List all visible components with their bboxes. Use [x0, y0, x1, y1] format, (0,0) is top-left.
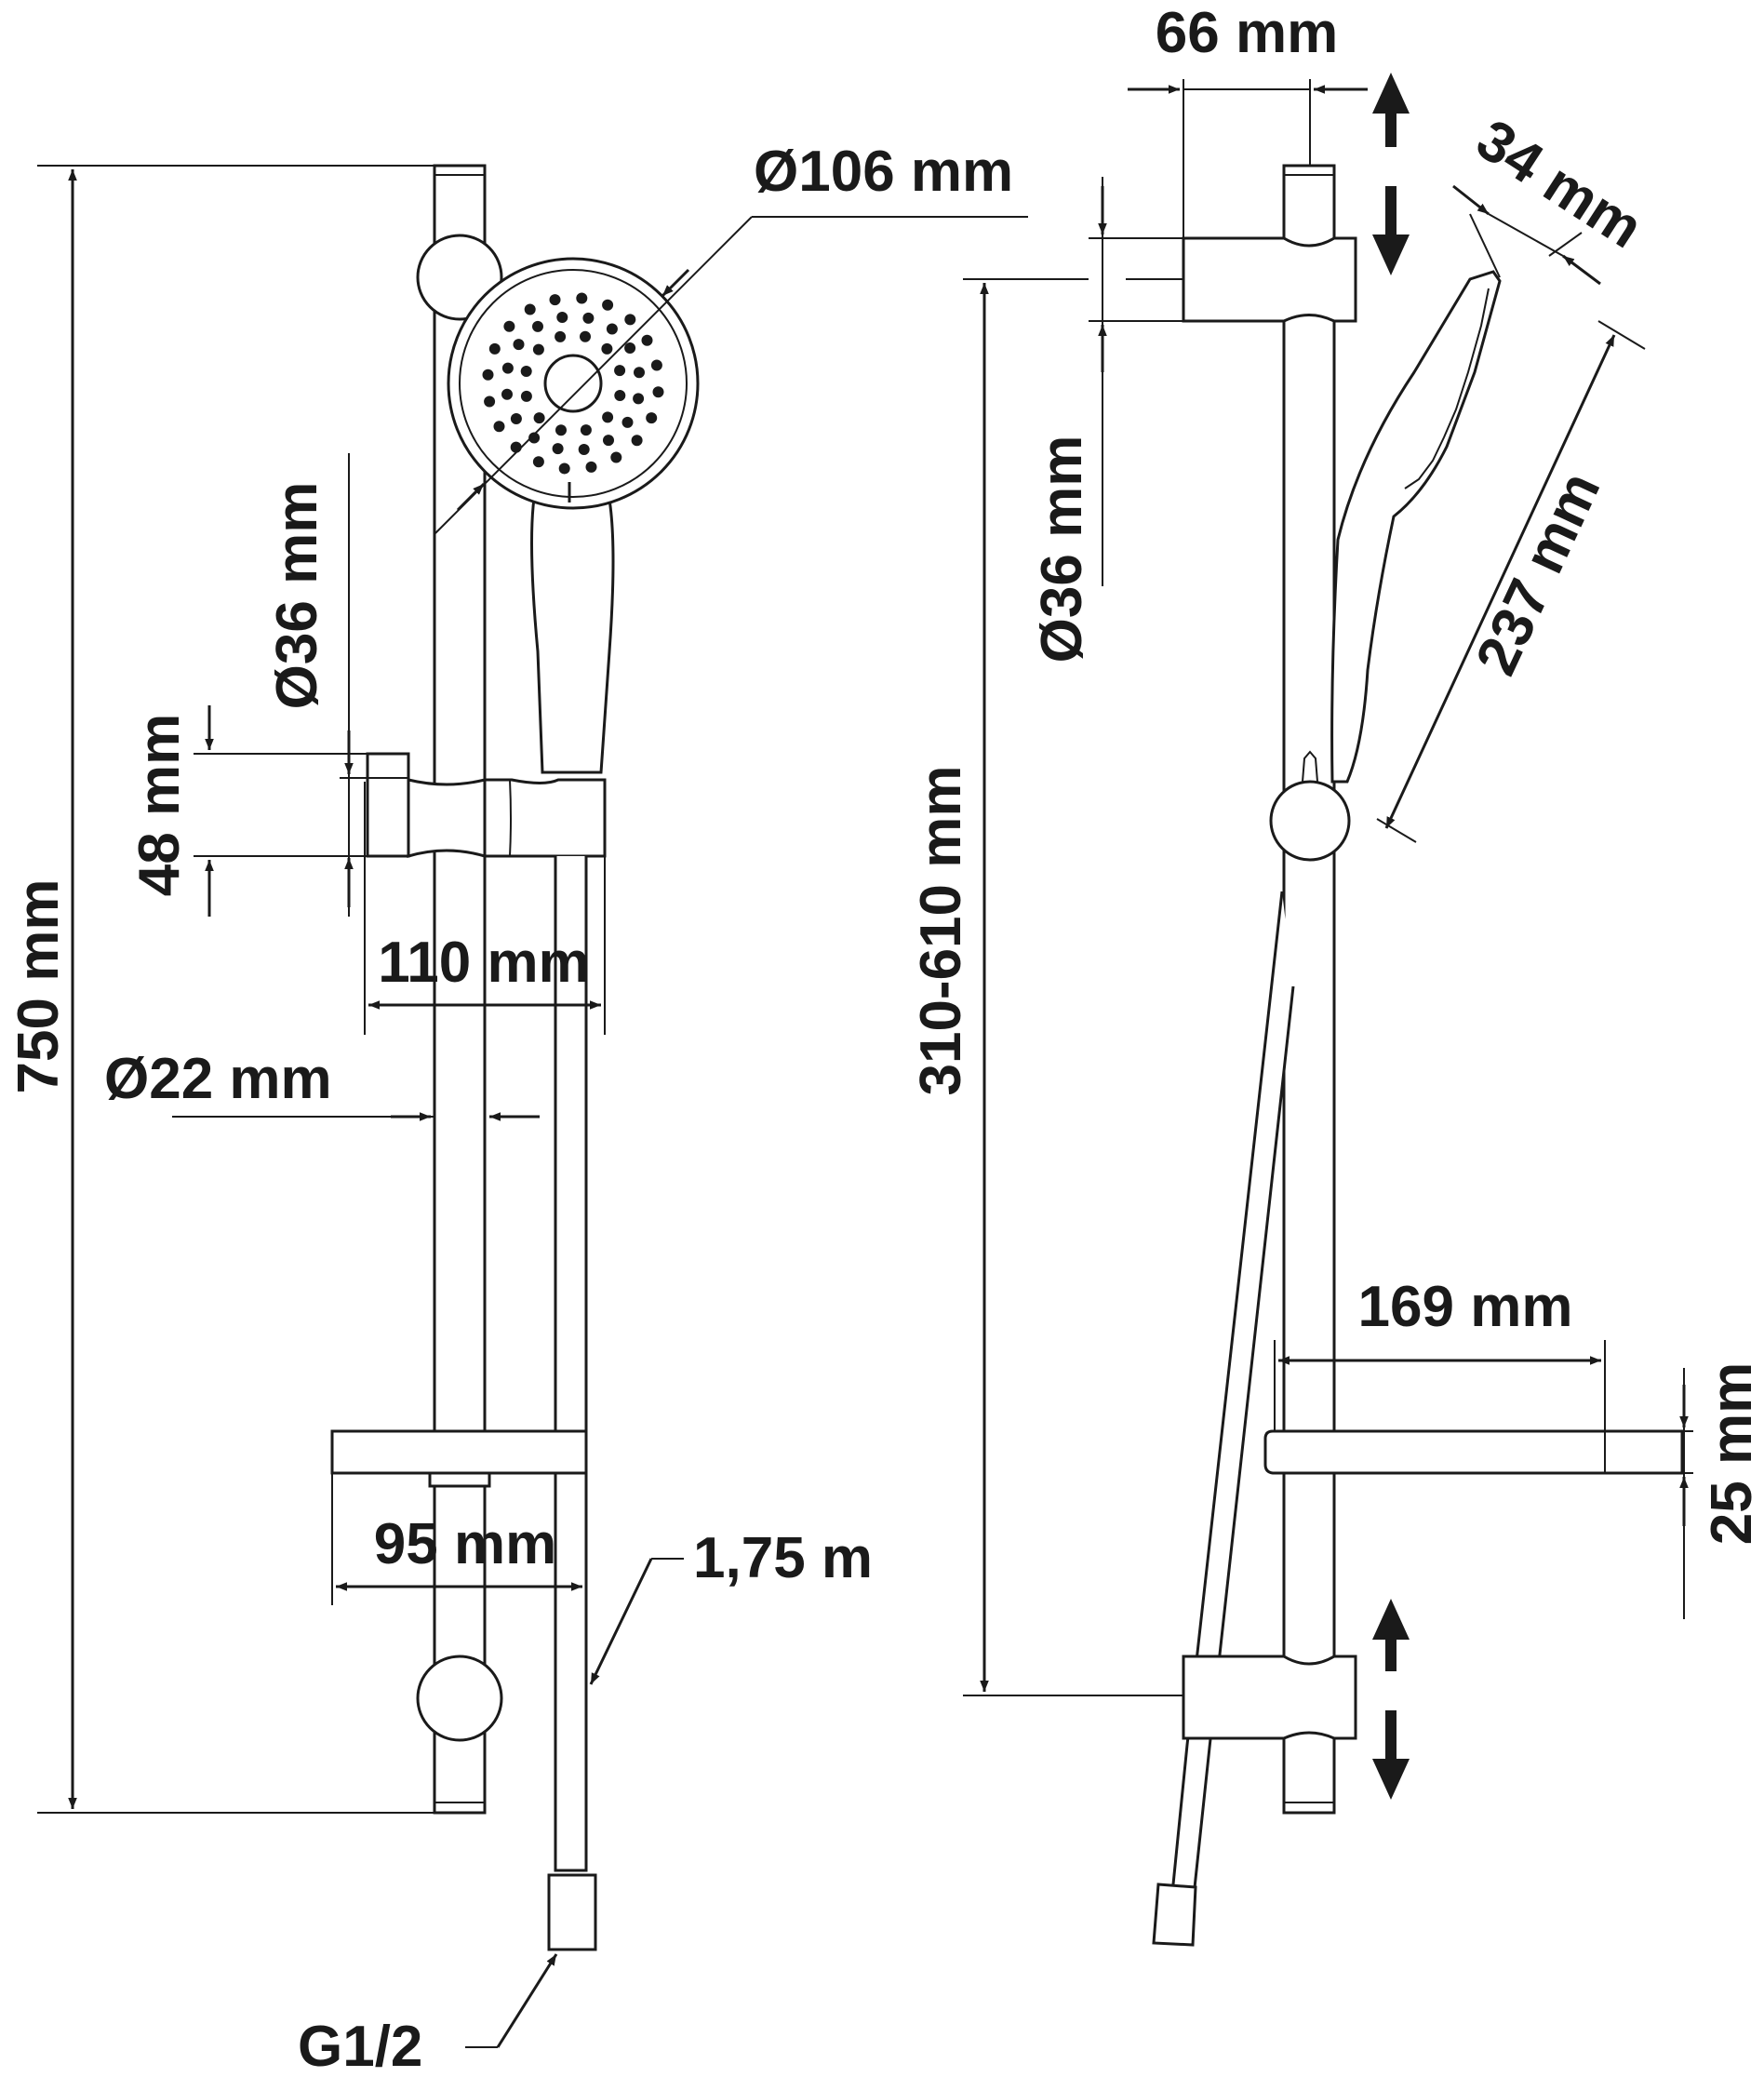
dim-shelf-height: 25 mm — [1700, 1362, 1764, 1545]
nozzle-dot — [533, 412, 545, 424]
nozzle-dot — [513, 339, 525, 351]
nozzle-dot — [510, 413, 522, 424]
nozzle-dot — [549, 294, 561, 306]
dim-head-thickness: 34 mm — [1465, 107, 1653, 261]
dim-shelf-depth: 95 mm — [374, 1512, 556, 1576]
side-view: 66 mm Ø36 mm 310-610 mm 34 mm 237 mm 169… — [909, 1, 1764, 1947]
nozzle-dot — [602, 299, 614, 311]
front-hose — [554, 856, 588, 1872]
nozzle-dot — [503, 320, 515, 332]
nozzle-dot — [610, 451, 622, 463]
up-down-arrow-icon — [1372, 1599, 1410, 1800]
dim-bracket-spacing: 310-610 mm — [909, 765, 973, 1095]
dim-thread: G1/2 — [298, 2015, 422, 2077]
dim-holder-diameter-side: Ø36 mm — [1030, 436, 1094, 663]
nozzle-dot — [520, 390, 532, 402]
nozzle-dot — [624, 342, 636, 354]
nozzle-dot — [582, 312, 595, 324]
side-soap-shelf — [1263, 1429, 1684, 1475]
nozzle-pattern — [482, 292, 664, 475]
nozzle-dot — [633, 393, 645, 405]
nozzle-dot — [555, 330, 567, 342]
nozzle-dot — [601, 342, 613, 355]
side-hose-connector — [1152, 1883, 1197, 1947]
nozzle-dot — [650, 359, 662, 371]
side-handset — [1330, 270, 1502, 784]
nozzle-dot — [576, 292, 588, 304]
front-hose-connector — [547, 1873, 597, 1951]
nozzle-dot — [578, 444, 590, 455]
nozzle-dot — [602, 411, 614, 423]
up-down-arrow-icon — [1372, 73, 1410, 275]
nozzle-dot — [624, 314, 636, 326]
dim-shelf-length: 169 mm — [1358, 1275, 1573, 1339]
dim-handset-length: 237 mm — [1463, 462, 1612, 684]
nozzle-dot — [558, 462, 570, 475]
front-view: 750 mm Ø106 mm Ø36 mm 48 mm 110 mm Ø22 m… — [7, 140, 1028, 2077]
dim-holder-diameter-front: Ø36 mm — [265, 482, 329, 710]
nozzle-dot — [501, 362, 514, 374]
dim-750mm: 750 mm — [7, 879, 71, 1094]
side-bottom-bracket — [1182, 1655, 1357, 1740]
nozzle-dot — [488, 342, 501, 355]
nozzle-dot — [552, 443, 564, 455]
nozzle-dot — [510, 441, 522, 453]
nozzle-dot — [603, 435, 614, 447]
nozzle-dot — [631, 435, 643, 447]
front-soap-shelf — [330, 1429, 588, 1488]
nozzle-dot — [528, 432, 541, 444]
nozzle-dot — [614, 365, 626, 377]
dim-head-diameter: Ø106 mm — [754, 140, 1013, 204]
nozzle-dot — [641, 334, 653, 346]
nozzle-dot — [482, 368, 494, 381]
front-hand-shower — [447, 257, 700, 774]
nozzle-dot — [555, 424, 567, 436]
nozzle-dot — [556, 312, 568, 323]
side-holder-knob — [1269, 780, 1351, 862]
nozzle-dot — [614, 390, 626, 401]
nozzle-dot — [585, 461, 597, 473]
nozzle-dot — [532, 320, 543, 332]
nozzle-dot — [493, 421, 505, 433]
nozzle-dot — [634, 367, 645, 379]
nozzle-dot — [520, 366, 532, 377]
nozzle-dot — [652, 386, 664, 398]
side-top-bracket — [1182, 236, 1357, 323]
dim-hose-length: 1,75 m — [693, 1526, 873, 1590]
front-holder — [366, 752, 607, 859]
nozzle-dot — [501, 388, 513, 400]
dim-holder-height: 48 mm — [127, 714, 192, 896]
dim-bar-diameter: Ø22 mm — [104, 1047, 332, 1111]
dim-holder-projection: 110 mm — [378, 931, 590, 995]
nozzle-dot — [580, 424, 592, 436]
dim-top-bracket-depth: 66 mm — [1156, 1, 1338, 65]
nozzle-dot — [580, 330, 591, 342]
nozzle-dot — [646, 412, 658, 424]
nozzle-dot — [484, 395, 496, 408]
nozzle-dot — [621, 416, 634, 428]
nozzle-dot — [606, 323, 618, 335]
nozzle-dot — [532, 343, 544, 355]
front-bottom-bracket-knob — [416, 1655, 503, 1742]
nozzle-dot — [532, 456, 544, 468]
nozzle-dot — [524, 303, 536, 315]
